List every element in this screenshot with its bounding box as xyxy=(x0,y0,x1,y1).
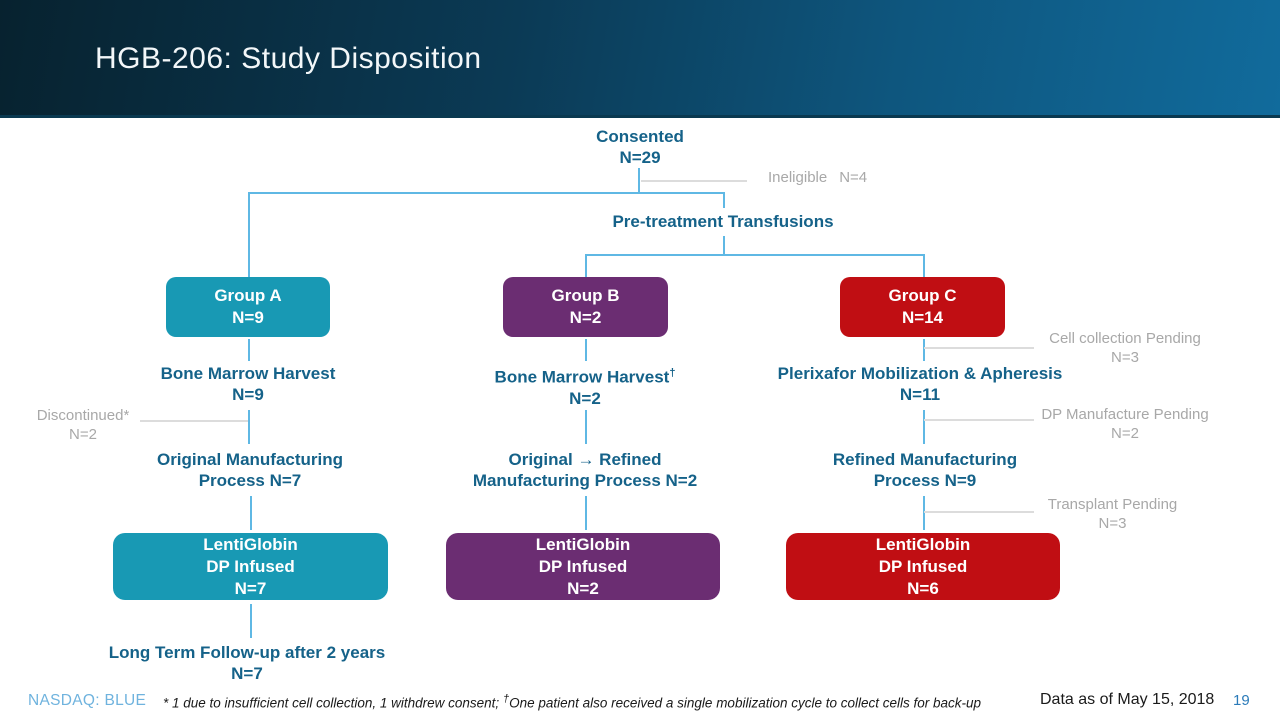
box-group-b: Group B N=2 xyxy=(503,277,668,337)
manufacturing-c-line2: Process N=9 xyxy=(873,471,977,490)
node-manufacturing-c: Refined Manufacturing Process N=9 xyxy=(775,449,1075,491)
connector-a-to-dp xyxy=(250,496,252,530)
connector-b-to-harvest xyxy=(585,339,587,361)
connector-transplant-pending xyxy=(924,511,1034,513)
dp-b-line2: DP Infused xyxy=(538,556,628,576)
connector-dp-to-followup xyxy=(250,604,252,638)
harvest-b-dagger: † xyxy=(669,367,676,379)
connector-bc-branch xyxy=(585,254,925,256)
connector-top-branch xyxy=(248,192,725,194)
dp-c-line1: LentiGlobin xyxy=(875,534,971,554)
connector-to-group-b xyxy=(585,254,587,277)
connector-c-to-manufacturing xyxy=(923,410,925,444)
ineligible-label: Ineligible xyxy=(768,169,828,186)
dp-b-n: N=2 xyxy=(567,578,599,598)
node-harvest-a: Bone Marrow Harvest N=9 xyxy=(98,363,398,405)
box-group-c: Group C N=14 xyxy=(840,277,1005,337)
connector-discontinued xyxy=(140,420,248,422)
cell-collection-label: Cell collection Pending xyxy=(1049,330,1201,347)
box-dp-infused-b: LentiGlobin DP Infused N=2 xyxy=(446,533,720,600)
apheresis-c-label: Plerixafor Mobilization & Apheresis xyxy=(777,364,1063,383)
dp-a-line1: LentiGlobin xyxy=(203,534,298,554)
connector-ineligible xyxy=(641,180,747,182)
discontinued-n: N=2 xyxy=(69,426,97,443)
node-manufacturing-a: Original Manufacturing Process N=7 xyxy=(100,449,400,491)
connector-pretreatment-down xyxy=(723,236,725,254)
page-number: 19 xyxy=(1233,692,1250,709)
node-manufacturing-b: Original → Refined Manufacturing Process… xyxy=(410,449,760,491)
node-harvest-b: Bone Marrow Harvest† N=2 xyxy=(435,363,735,409)
group-a-n: N=9 xyxy=(232,308,264,327)
harvest-a-label: Bone Marrow Harvest xyxy=(160,364,336,383)
note-ineligible: Ineligible N=4 xyxy=(768,168,867,187)
discontinued-label: Discontinued* xyxy=(36,407,130,424)
group-b-label: Group B xyxy=(551,286,620,305)
dp-a-line2: DP Infused xyxy=(206,556,295,576)
footnote-star: * 1 due to insufficient cell collection,… xyxy=(163,695,503,711)
dp-c-line2: DP Infused xyxy=(878,556,968,576)
consented-n: N=29 xyxy=(619,148,661,167)
note-dp-manufacture-pending: DP Manufacture Pending N=2 xyxy=(1030,405,1220,443)
connector-a-to-manufacturing xyxy=(248,410,250,444)
manufacturing-b-line2: Manufacturing Process N=2 xyxy=(472,471,698,490)
dp-manufacture-n: N=2 xyxy=(1111,425,1139,442)
manufacturing-b-line1: Original → Refined xyxy=(508,450,662,469)
group-b-n: N=2 xyxy=(569,308,602,327)
connector-c-to-apheresis xyxy=(923,339,925,361)
ineligible-n: N=4 xyxy=(839,169,868,186)
note-cell-collection-pending: Cell collection Pending N=3 xyxy=(1030,329,1220,367)
connector-c-to-dp xyxy=(923,496,925,530)
page-title: HGB-206: Study Disposition xyxy=(95,42,482,75)
followup-label: Long Term Follow-up after 2 years xyxy=(108,643,386,662)
footnote-dagger: † xyxy=(502,693,510,705)
connector-a-to-harvest xyxy=(248,339,250,361)
connector-consented-down xyxy=(638,168,640,192)
box-dp-infused-a: LentiGlobin DP Infused N=7 xyxy=(113,533,388,600)
apheresis-c-n: N=11 xyxy=(899,385,941,404)
cell-collection-n: N=3 xyxy=(1111,349,1139,366)
transplant-n: N=3 xyxy=(1098,515,1127,532)
connector-cell-collection-pending xyxy=(924,347,1034,349)
footnote-rest: One patient also received a single mobil… xyxy=(509,695,982,711)
node-pretreatment: Pre-treatment Transfusions xyxy=(523,211,923,232)
harvest-b-label: Bone Marrow Harvest xyxy=(494,367,670,387)
connector-to-group-c xyxy=(923,254,925,277)
footnote: * 1 due to insufficient cell collection,… xyxy=(163,693,981,711)
group-c-n: N=14 xyxy=(901,308,944,327)
group-c-label: Group C xyxy=(888,286,957,305)
dp-b-line1: LentiGlobin xyxy=(535,534,631,554)
consented-label: Consented xyxy=(596,127,684,146)
node-consented: Consented N=29 xyxy=(490,126,790,168)
connector-b-to-dp xyxy=(585,496,587,530)
dp-c-n: N=6 xyxy=(907,578,939,598)
connector-to-pretreatment xyxy=(723,192,725,208)
transplant-label: Transplant Pending xyxy=(1047,496,1178,513)
connector-dp-manufacture-pending xyxy=(924,419,1034,421)
box-dp-infused-c: LentiGlobin DP Infused N=6 xyxy=(786,533,1060,600)
manufacturing-a-line2: Process N=7 xyxy=(198,471,302,490)
slide-header: HGB-206: Study Disposition xyxy=(0,0,1280,118)
note-transplant-pending: Transplant Pending N=3 xyxy=(1020,495,1205,533)
pretreatment-label: Pre-treatment Transfusions xyxy=(612,212,834,231)
manufacturing-c-line1: Refined Manufacturing xyxy=(832,450,1018,469)
dp-a-n: N=7 xyxy=(234,578,267,598)
connector-b-to-manufacturing xyxy=(585,410,587,444)
box-group-a: Group A N=9 xyxy=(166,277,330,337)
connector-to-group-a xyxy=(248,192,250,277)
node-followup: Long Term Follow-up after 2 years N=7 xyxy=(47,642,447,684)
group-a-label: Group A xyxy=(214,286,282,305)
data-as-of: Data as of May 15, 2018 xyxy=(1040,691,1215,708)
manufacturing-a-line1: Original Manufacturing xyxy=(156,450,344,469)
dp-manufacture-label: DP Manufacture Pending xyxy=(1041,406,1209,423)
note-discontinued: Discontinued* N=2 xyxy=(15,406,151,444)
harvest-b-n: N=2 xyxy=(569,388,601,408)
followup-n: N=7 xyxy=(231,664,263,683)
node-apheresis-c: Plerixafor Mobilization & Apheresis N=11 xyxy=(745,363,1095,405)
nasdaq-ticker: NASDAQ: BLUE xyxy=(28,692,147,709)
harvest-a-n: N=9 xyxy=(232,385,264,404)
